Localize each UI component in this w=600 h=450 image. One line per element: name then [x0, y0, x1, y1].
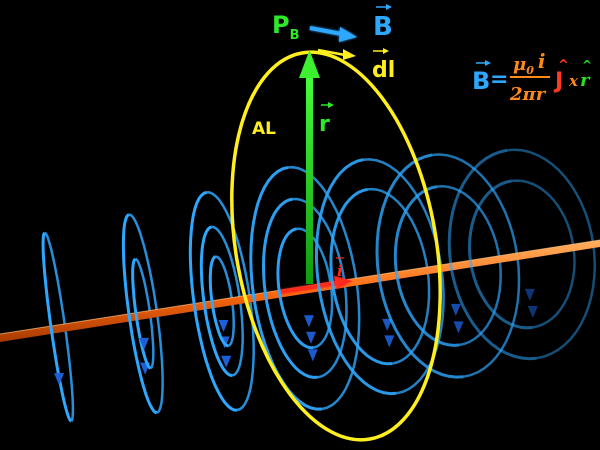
triangle-arrow-icon [453, 321, 464, 334]
field-loop-front [249, 165, 323, 411]
svg-text:B: B [373, 12, 393, 42]
vector-arrow-icon [299, 50, 320, 78]
triangle-arrow-icon [527, 305, 538, 318]
triangle-arrow-icon [54, 373, 65, 386]
field-loop-front [261, 197, 318, 379]
field-loop-front [467, 179, 533, 330]
formula-equals: = [490, 67, 508, 92]
b-vector [309, 26, 357, 42]
triangle-arrow-icon [307, 349, 318, 362]
triangle-arrow-icon [221, 355, 232, 368]
r-label: r [319, 102, 334, 137]
vector-arrow-icon [339, 27, 357, 42]
svg-text:i: i [337, 262, 343, 280]
field-loops-front [41, 148, 538, 423]
field-loop-front [121, 213, 158, 415]
formula-denominator: 2πr [509, 84, 547, 105]
current-arrow [279, 276, 352, 294]
triangle-arrow-icon [218, 319, 229, 332]
triangle-arrow-icon [524, 288, 535, 301]
field-loop-front [199, 225, 233, 377]
field-loop-front [188, 190, 238, 412]
svg-text:r: r [319, 112, 330, 137]
loop-label: AL [252, 119, 276, 139]
ampere-loop [230, 50, 442, 442]
triangle-arrow-icon [384, 335, 395, 348]
triangle-arrow-icon [450, 303, 461, 316]
formula-j: J [553, 69, 563, 94]
point-label: PB [272, 11, 300, 43]
field-loop-front [393, 185, 460, 347]
field-loop-front [41, 231, 72, 423]
field-loop-front [276, 227, 314, 350]
field-loop-front [447, 148, 537, 361]
field-loop-front [315, 158, 397, 396]
field-loop-front [329, 187, 393, 366]
dl-label: dl [372, 48, 395, 83]
b-label: B [373, 4, 393, 42]
current-label: i [336, 257, 344, 280]
field-loop-front [208, 255, 229, 348]
dl-vector [317, 48, 356, 60]
triangle-arrow-icon [306, 331, 316, 344]
triangle-arrow-icon [382, 318, 393, 331]
formula-r-hat: ^ [582, 58, 592, 72]
field-loop-front [131, 257, 152, 370]
formula-cross: x [568, 72, 579, 90]
r-vector [299, 50, 320, 284]
formula-lhs: B [472, 67, 490, 95]
formula-r: r [580, 70, 591, 91]
svg-text:dl: dl [372, 58, 395, 83]
triangle-arrow-icon [139, 337, 150, 350]
triangle-arrow-icon [303, 315, 314, 328]
field-loop-front [375, 153, 464, 379]
formula-j-hat: ^ [558, 58, 569, 73]
vector-arrow-icon [334, 276, 352, 289]
vector-arrow-icon [343, 49, 356, 60]
